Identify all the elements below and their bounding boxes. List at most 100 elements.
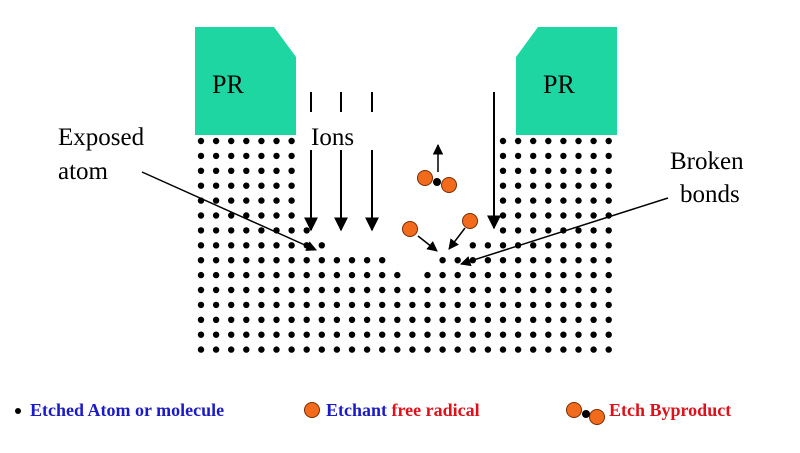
substrate-atom [499,182,507,189]
substrate-atom [197,301,205,309]
substrate-atom [288,316,295,323]
substrate-atom [605,167,612,174]
substrate-atom [560,271,567,279]
substrate-atom [530,212,537,219]
substrate-atom [499,301,507,309]
substrate-atom [197,167,205,174]
substrate-atom [454,316,461,323]
substrate-atom [212,286,220,294]
substrate-atom [530,331,537,338]
substrate-atom [605,197,612,204]
substrate-atom [514,212,522,219]
substrate-atom [605,346,612,353]
substrate-atom [258,271,265,279]
substrate-atom [333,331,341,338]
photoresist-right [516,27,617,135]
radical-arrow-right [448,227,466,250]
substrate-atom [499,137,507,145]
substrate-atom [545,257,552,264]
substrate-atom [545,137,552,145]
substrate-atom [212,197,220,204]
substrate-atom [394,286,401,294]
substrate-atom [605,271,612,279]
substrate-atom [197,182,205,189]
substrate-atom [228,227,235,234]
substrate-atom [424,346,431,353]
substrate-atom [363,331,371,338]
substrate-atom [575,271,582,279]
substrate-atom [545,242,552,249]
substrate-atom [499,271,507,279]
substrate-atom [258,182,265,189]
substrate-atom [333,286,341,294]
substrate-atom [212,227,220,234]
substrate-atom [439,286,446,294]
substrate-atom [228,152,235,160]
substrate-atom [409,346,416,353]
substrate-atom [228,257,235,264]
substrate-atom [545,182,552,189]
substrate-atom [409,331,416,338]
substrate-atom [514,197,522,204]
photoresist-left [195,27,296,135]
substrate-atom [590,212,597,219]
substrate-atom [409,301,416,309]
substrate-atom [228,137,235,145]
substrate-atom [484,331,492,338]
substrate-atom [590,286,597,294]
substrate-atom [243,137,250,145]
substrate-atom [197,271,205,279]
substrate-atom [469,346,476,353]
substrate-atom [499,257,507,264]
substrate-atom [379,271,386,279]
substrate-atom [273,242,280,249]
substrate-atom [454,346,461,353]
substrate-atom [273,286,280,294]
substrate-atom [273,257,280,264]
substrate-atom [288,331,295,338]
substrate-atom [575,242,582,249]
substrate-atom [288,197,295,204]
substrate-atom [560,197,567,204]
substrate-atom [212,182,220,189]
substrate-atoms [197,137,612,353]
substrate-atom [605,182,612,189]
substrate-atom [514,167,522,174]
substrate-atom [560,152,567,160]
substrate-atom [197,286,205,294]
substrate-atom [258,331,265,338]
substrate-atom [333,346,341,353]
substrate-atom [499,346,507,353]
substrate-atom [212,242,220,249]
substrate-atom [575,331,582,338]
substrate-atom [228,346,235,353]
substrate-atom [545,316,552,323]
substrate-atom [303,316,310,323]
substrate-atom [560,301,567,309]
substrate-atom [590,316,597,323]
substrate-atom [484,301,492,309]
substrate-atom [212,167,220,174]
substrate-atom [379,286,386,294]
substrate-atom [499,167,507,174]
substrate-atom [514,137,522,145]
substrate-atom [439,346,446,353]
substrate-atom [273,212,280,219]
substrate-atom [288,346,295,353]
substrate-atom [590,271,597,279]
substrate-atom [363,316,371,323]
substrate-atom [530,257,537,264]
substrate-atom [575,227,582,234]
substrate-atom [212,212,220,219]
substrate-atom [228,331,235,338]
substrate-atom [363,346,371,353]
substrate-atom [514,316,522,323]
substrate-atom [439,331,446,338]
substrate-atom [363,271,371,279]
substrate-atom [514,182,522,189]
substrate-atom [348,316,356,323]
substrate-atom [560,167,567,174]
substrate-atom [605,227,612,234]
substrate-atom [590,182,597,189]
substrate-atom [258,301,265,309]
